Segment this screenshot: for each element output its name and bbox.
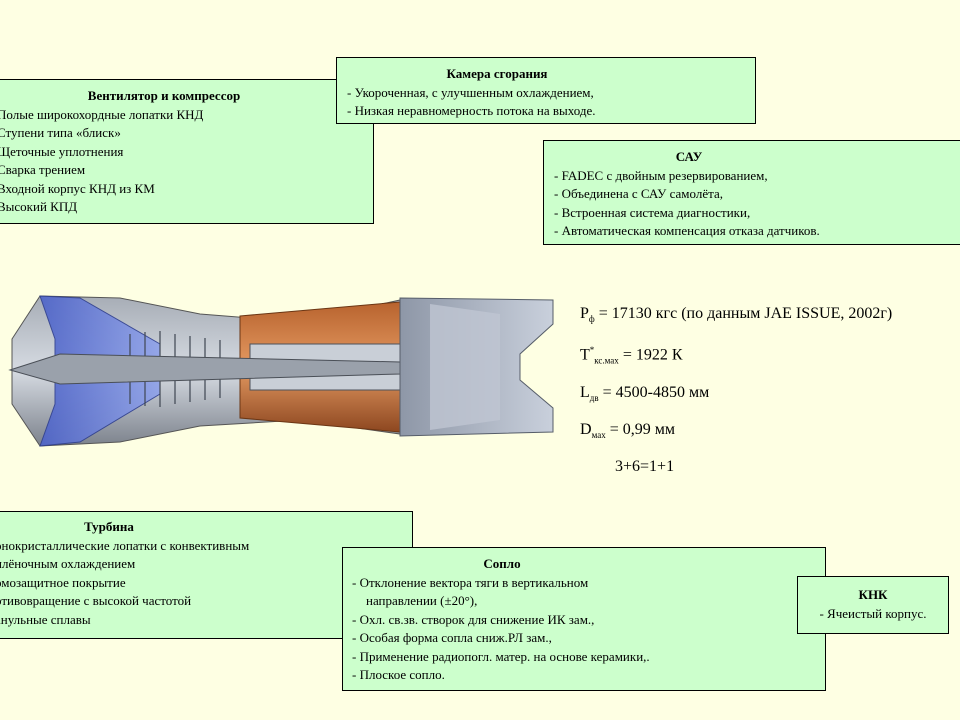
control-system-line: - Автоматическая компенсация отказа датч… bbox=[554, 223, 820, 238]
nozzle-title: Сопло bbox=[483, 556, 521, 571]
length-symbol: L bbox=[580, 383, 590, 401]
thrust-subscript: ф bbox=[588, 314, 595, 325]
fan-compressor-box: Вентилятор и компрессор Полые широкохорд… bbox=[0, 79, 374, 224]
fan-compressor-line: Сварка трением bbox=[0, 162, 86, 177]
length-value: = 4500-4850 мм bbox=[598, 383, 710, 401]
diameter-spec: Dмах = 0,99 мм bbox=[580, 414, 892, 451]
nozzle-box: Сопло - Отклонение вектора тяги в вертик… bbox=[342, 547, 826, 691]
fan-compressor-line: Входной корпус КНД из КМ bbox=[0, 180, 155, 196]
knk-title: КНК bbox=[858, 587, 888, 602]
turbine-line: онокристаллические лопатки с конвективны… bbox=[0, 537, 250, 553]
control-system-box: САУ - FADEC с двойным резервированием, -… bbox=[543, 140, 960, 245]
temperature-value: = 1922 К bbox=[618, 346, 683, 364]
temperature-symbol: T bbox=[580, 346, 590, 364]
nozzle-line: - Особая форма сопла сниж.РЛ зам., bbox=[352, 630, 552, 645]
length-subscript: дв bbox=[589, 392, 599, 403]
thrust-spec: Pф = 17130 кгс (по данным JAE ISSUE, 200… bbox=[580, 298, 892, 335]
temperature-superscript: * bbox=[589, 345, 595, 356]
turbine-line: отивовращение с высокой частотой bbox=[0, 593, 192, 608]
diameter-symbol: D bbox=[580, 420, 592, 438]
nozzle-line: - Отклонение вектора тяги в вертикальном bbox=[352, 574, 589, 590]
fan-compressor-line: Щеточные уплотнения bbox=[0, 143, 124, 159]
control-system-line: - Объединена с САУ самолёта, bbox=[554, 186, 723, 201]
fan-compressor-line: Полые широкохордные лопатки КНД bbox=[0, 106, 204, 122]
temperature-subscript: кс.мах bbox=[594, 355, 619, 366]
turbine-line: анульные сплавы bbox=[0, 611, 91, 627]
combustor-title: Камера сгорания bbox=[446, 66, 548, 81]
fan-compressor-title: Вентилятор и компрессор bbox=[87, 88, 241, 103]
turbine-box: Турбина онокристаллические лопатки с кон… bbox=[0, 511, 413, 639]
control-system-line: - Встроенная система диагностики, bbox=[554, 204, 751, 220]
nozzle-line: - Плоское сопло. bbox=[352, 667, 445, 682]
diameter-subscript: мах bbox=[591, 430, 606, 441]
knk-line: - Ячеистый корпус. bbox=[819, 605, 927, 621]
equation-note: 3+6=1+1 bbox=[615, 458, 675, 476]
turbine-line: омозащитное покрытие bbox=[0, 574, 126, 590]
temperature-spec: T*кс.мах = 1922 К bbox=[580, 335, 892, 377]
engine-cutaway-illustration bbox=[8, 295, 554, 447]
control-system-line: - FADEC с двойным резервированием, bbox=[554, 167, 768, 183]
combustor-line: - Низкая неравномерность потока на выход… bbox=[347, 103, 596, 118]
length-spec: Lдв = 4500-4850 мм bbox=[580, 377, 892, 414]
engine-specs: Pф = 17130 кгс (по данным JAE ISSUE, 200… bbox=[580, 298, 892, 482]
control-system-title: САУ bbox=[675, 149, 703, 164]
knk-box: КНК - Ячеистый корпус. bbox=[797, 576, 949, 634]
nozzle-line: направлении (±20°), bbox=[366, 593, 478, 608]
diameter-value: = 0,99 мм bbox=[605, 420, 675, 438]
fan-compressor-line: Ступени типа «блиск» bbox=[0, 125, 121, 140]
combustor-box: Камера сгорания - Укороченная, с улучшен… bbox=[336, 57, 756, 124]
nozzle-line: - Применение радиопогл. матер. на основе… bbox=[352, 648, 650, 664]
thrust-value: = 17130 кгс (по данным JAE ISSUE, 2002г) bbox=[594, 305, 893, 322]
nozzle-line: - Охл. св.зв. створок для снижение ИК за… bbox=[352, 611, 595, 627]
fan-compressor-line: Высокий КПД bbox=[0, 199, 78, 214]
turbine-title: Турбина bbox=[84, 519, 134, 534]
combustor-line: - Укороченная, с улучшенным охлаждением, bbox=[347, 84, 594, 100]
thrust-symbol: P bbox=[580, 305, 589, 322]
turbine-line: плёночным охлаждением bbox=[0, 556, 136, 571]
